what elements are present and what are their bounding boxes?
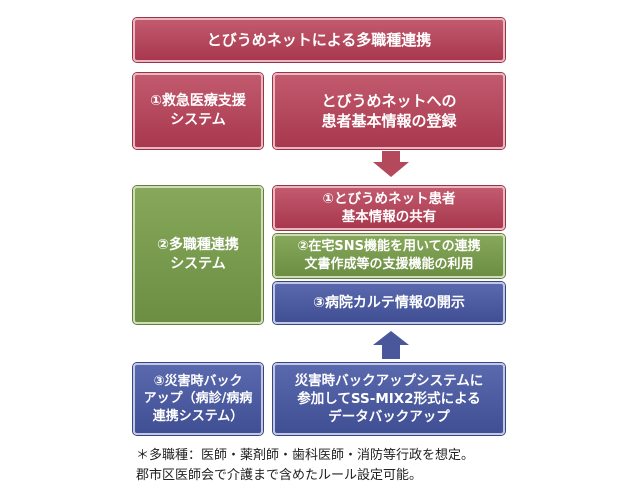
down-arrow-icon (373, 151, 409, 177)
disaster-backup-box: ③災害時バック アップ（病診/病病 連携システム） (133, 363, 263, 435)
multi-profession-system-box: ②多職種連携 システム (133, 186, 263, 324)
footnote-line-2: 郡市区医師会で介護まで含めたルール設定可能。 (136, 467, 423, 483)
footnote: ＊多職種：医師・薬剤師・歯科医師・消防等行政を想定。 郡市区医師会で介護まで含め… (136, 446, 516, 485)
hospital-record-disclosure-box: ③病院カルテ情報の開示 (273, 282, 505, 324)
footnote-line-1: ＊多職種：医師・薬剤師・歯科医師・消防等行政を想定。 (136, 448, 475, 463)
up-arrow-icon (373, 331, 409, 359)
home-sns-support-box: ②在宅SNS機能を用いての連携 文書作成等の支援機能の利用 (273, 234, 505, 278)
patient-info-registration-box: とびうめネットへの 患者基本情報の登録 (273, 73, 505, 149)
emergency-support-system-box: ①救急医療支援 システム (133, 73, 263, 149)
header-title: とびうめネットによる多職種連携 (133, 18, 505, 62)
patient-info-sharing-box: ①とびうめネット患者 基本情報の共有 (273, 186, 505, 230)
ssmix2-backup-box: 災害時バックアップシステムに 参加してSS-MIX2形式による データバックアッ… (273, 363, 505, 435)
